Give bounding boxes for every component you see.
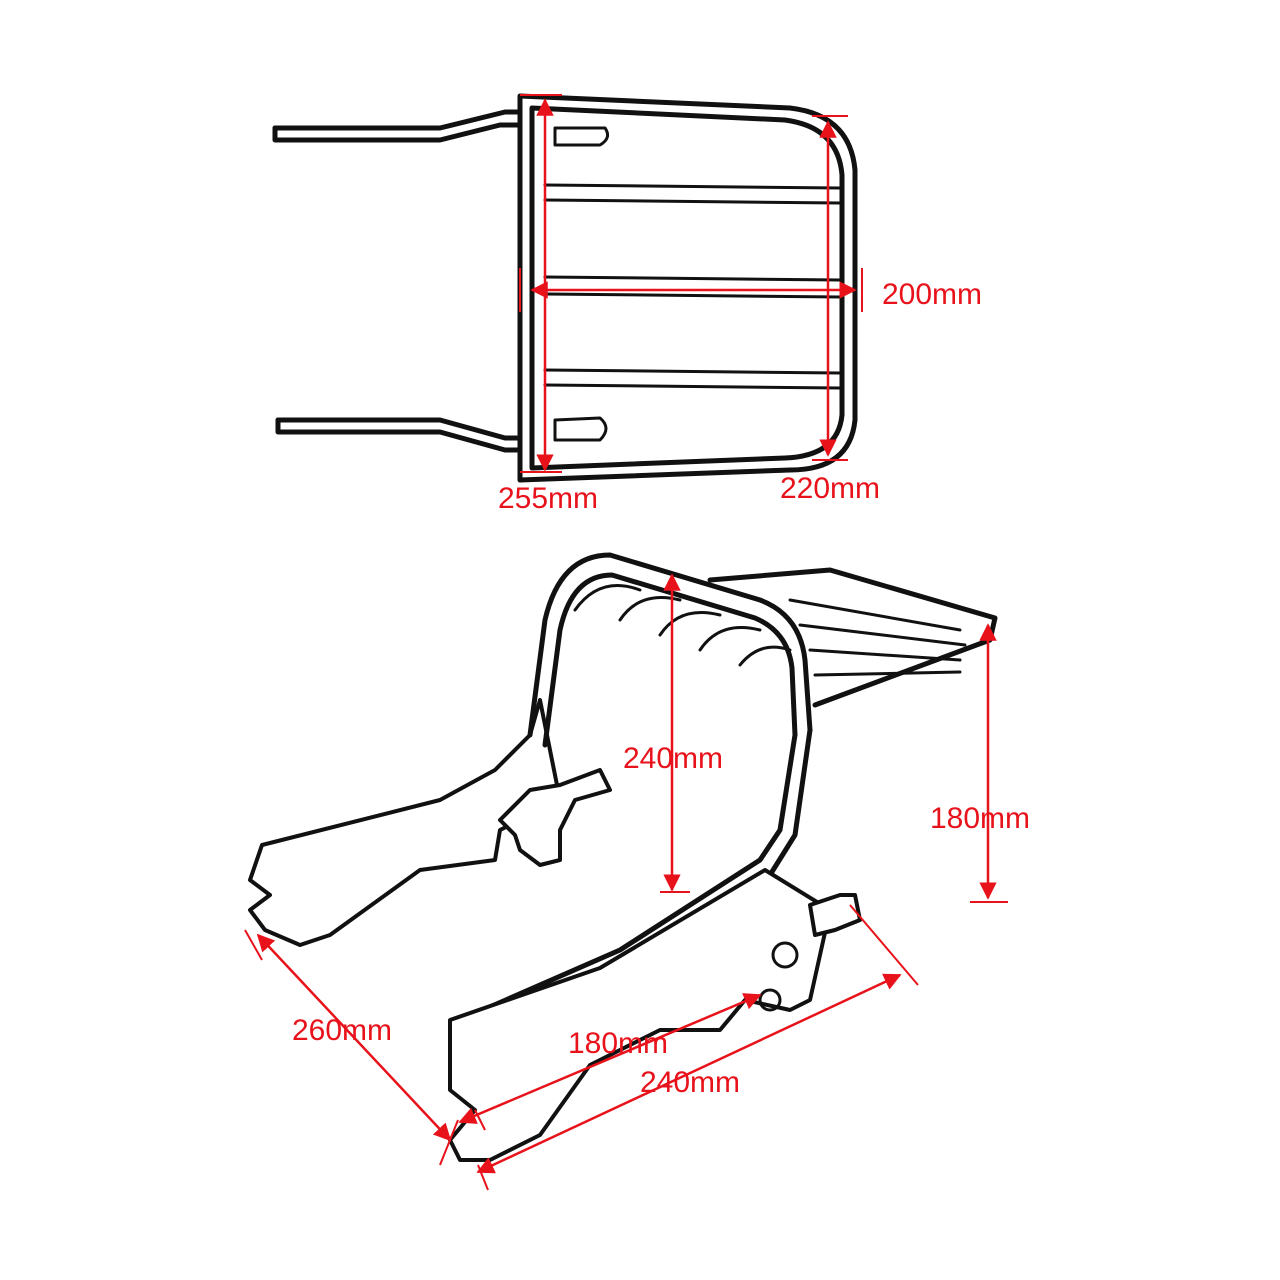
dim-label-mount-spacing-inner: 180mm bbox=[568, 1027, 668, 1060]
mount-hole-upper bbox=[771, 941, 799, 969]
front-side-plate bbox=[448, 868, 832, 1162]
side-view-rack bbox=[248, 552, 998, 1162]
top-clip-lower bbox=[553, 416, 608, 442]
top-left-arm-lower bbox=[275, 417, 523, 453]
left-upright bbox=[527, 552, 813, 738]
top-view-dimensions bbox=[519, 94, 863, 473]
dim-label-depth-left: 255mm bbox=[498, 482, 598, 515]
front-mount-bolt bbox=[808, 893, 862, 937]
top-cross-bar-3 bbox=[543, 368, 842, 390]
dim-line-260 bbox=[256, 933, 452, 1142]
platform-slats bbox=[788, 598, 967, 677]
dim-line-240-diagonal bbox=[476, 973, 902, 1174]
luggage-platform bbox=[707, 567, 998, 708]
top-view-rack bbox=[272, 93, 858, 483]
top-outer-frame bbox=[517, 93, 858, 483]
dim-label-width: 200mm bbox=[882, 278, 982, 311]
top-cross-bar-1 bbox=[543, 183, 842, 205]
dim-label-rack-height: 180mm bbox=[930, 802, 1030, 835]
front-upright bbox=[457, 732, 798, 1023]
dim-label-upright-height: 240mm bbox=[623, 742, 723, 775]
top-left-arm-upper bbox=[272, 122, 523, 143]
rear-latch bbox=[498, 768, 612, 867]
side-view-dimensions bbox=[244, 573, 1008, 1191]
dim-label-bracket-length: 260mm bbox=[292, 1014, 392, 1047]
rear-side-plate bbox=[248, 698, 562, 947]
tube-hoops bbox=[573, 584, 792, 667]
top-cross-bar-2 bbox=[543, 275, 842, 299]
top-clip-upper bbox=[553, 126, 610, 147]
dim-label-mount-spacing-outer: 240mm bbox=[640, 1066, 740, 1099]
dim-label-depth-right: 220mm bbox=[780, 472, 880, 505]
